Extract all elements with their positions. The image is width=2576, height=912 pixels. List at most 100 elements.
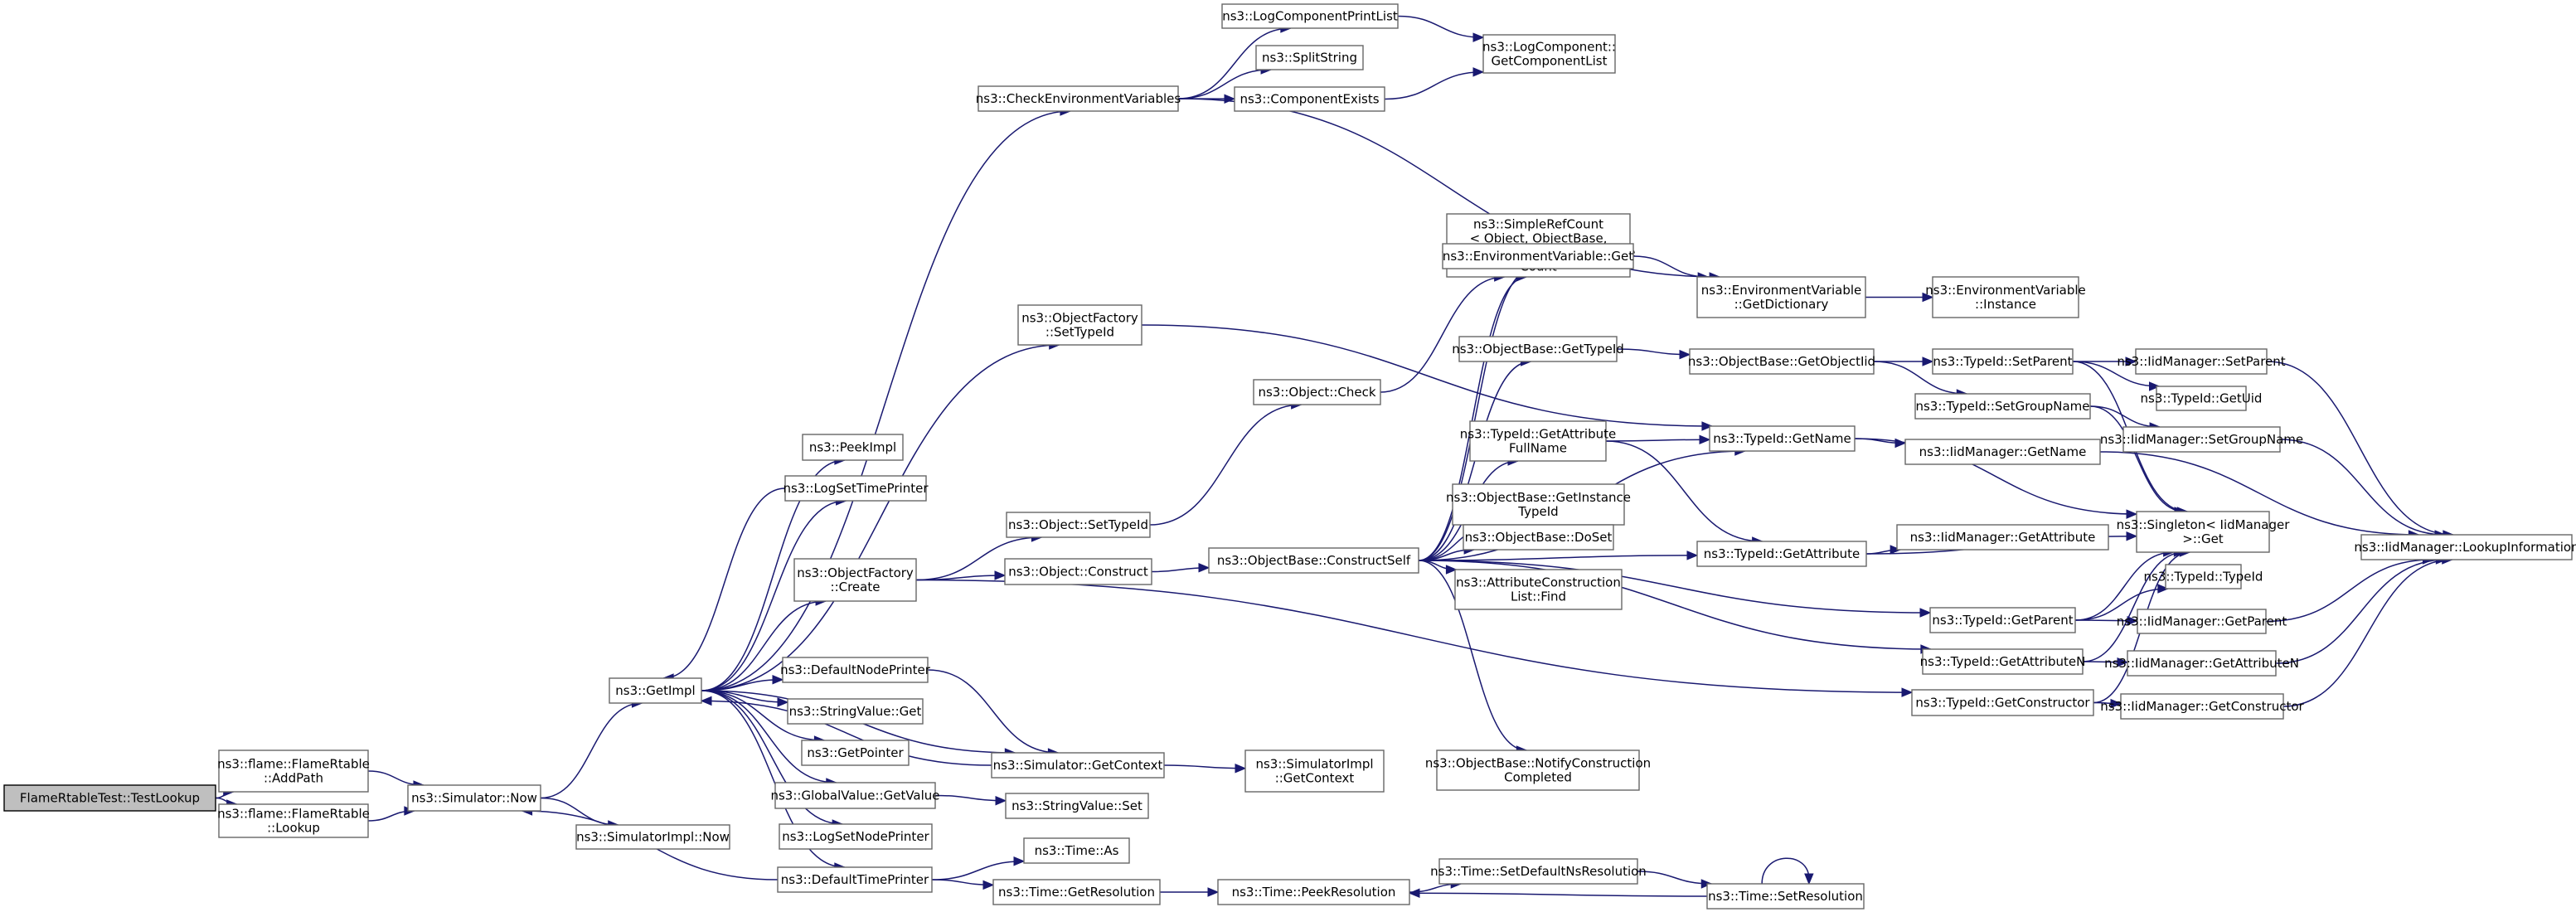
edge-line bbox=[915, 575, 1006, 581]
node-ns3-environmentvariable-get[interactable]: ns3::EnvironmentVariable::Get bbox=[1442, 243, 1634, 269]
node-ns3-objectbase-constructself[interactable]: ns3::ObjectBase::ConstructSelf bbox=[1208, 547, 1419, 574]
node-ns3-time-setresolution[interactable]: ns3::Time::SetResolution bbox=[1706, 883, 1865, 910]
node-ns3-objectbase-notifyconstruction-completed[interactable]: ns3::ObjectBase::NotifyConstructionCompl… bbox=[1425, 749, 1651, 791]
node-ns3-simulator-getcontext[interactable]: ns3::Simulator::GetContext bbox=[991, 752, 1165, 779]
node-ns3-stringvalue-set[interactable]: ns3::StringValue::Set bbox=[1005, 793, 1149, 819]
node-label: ns3::LogSetTimePrinter bbox=[783, 481, 929, 496]
node-ns3-componentexists[interactable]: ns3::ComponentExists bbox=[1234, 86, 1385, 112]
node-ns3-iidmanager-getconstructor[interactable]: ns3::IidManager::GetConstructor bbox=[2100, 693, 2305, 720]
node-ns3-singleton-iidmanager-get[interactable]: ns3::Singleton< IidManager>::Get bbox=[2117, 511, 2291, 553]
node-ns3-typeid-setparent[interactable]: ns3::TypeId::SetParent bbox=[1932, 348, 2074, 375]
edge-line bbox=[540, 702, 643, 799]
node-ns3-objectbase-gettypeid[interactable]: ns3::ObjectBase::GetTypeId bbox=[1452, 336, 1624, 362]
node-ns3-iidmanager-getattributen[interactable]: ns3::IidManager::GetAttributeN bbox=[2104, 650, 2299, 677]
node-ns3-objectbase-doset[interactable]: ns3::ObjectBase::DoSet bbox=[1463, 524, 1614, 551]
arrowhead bbox=[1013, 856, 1026, 866]
node-ns3-iidmanager-getname[interactable]: ns3::IidManager::GetName bbox=[1904, 439, 2101, 465]
edge-line bbox=[701, 500, 847, 691]
node-ns3-time-as[interactable]: ns3::Time::As bbox=[1023, 837, 1130, 864]
node-ns3-splitstring[interactable]: ns3::SplitString bbox=[1255, 45, 1364, 70]
node-ns3-time-setdefaultnsresolution[interactable]: ns3::Time::SetDefaultNsResolution bbox=[1430, 858, 1647, 885]
edge-logcompprintlist-to-getcomplist bbox=[1397, 15, 1485, 42]
node-ns3-objectfactory-settypeid[interactable]: ns3::ObjectFactory::SetTypeId bbox=[1017, 304, 1142, 346]
node-ns3-checkenvironmentvariables[interactable]: ns3::CheckEnvironmentVariables bbox=[976, 85, 1181, 112]
node-box bbox=[1929, 607, 2076, 633]
node-ns3-iidmanager-getattribute[interactable]: ns3::IidManager::GetAttribute bbox=[1896, 524, 2109, 551]
node-ns3-time-peekresolution[interactable]: ns3::Time::PeekResolution bbox=[1217, 879, 1410, 905]
node-ns3-logcomponentprintlist[interactable]: ns3::LogComponentPrintList bbox=[1221, 3, 1399, 29]
edge-line bbox=[1384, 71, 1484, 100]
node-ns3-iidmanager-setgroupname[interactable]: ns3::IidManager::SetGroupName bbox=[2100, 426, 2303, 453]
node-ns3-objectbase-getobjectiid[interactable]: ns3::ObjectBase::GetObjectIid bbox=[1688, 348, 1875, 375]
node-ns3-flame-flamertable-lookup[interactable]: ns3::flame::FlameRtable::Lookup bbox=[217, 803, 370, 838]
node-ns3-environmentvariable-instance[interactable]: ns3::EnvironmentVariable::Instance bbox=[1925, 276, 2086, 318]
edge-deftimeprinter-to-timeas bbox=[931, 856, 1026, 880]
edge-line bbox=[1177, 69, 1272, 99]
node-ns3-stringvalue-get[interactable]: ns3::StringValue::Get bbox=[787, 698, 924, 725]
node-ns3-typeid-getuid[interactable]: ns3::TypeId::GetUid bbox=[2141, 386, 2263, 411]
arrowhead bbox=[994, 570, 1007, 580]
arrowhead bbox=[2127, 615, 2139, 626]
node-ns3-simulatorimpl-getcontext[interactable]: ns3::SimulatorImpl::GetContext bbox=[1244, 749, 1385, 793]
node-ns3-simulatorimpl-now[interactable]: ns3::SimulatorImpl::Now bbox=[575, 824, 730, 850]
node-ns3-logcomponent-getcomponentlist[interactable]: ns3::LogComponent::GetComponentList bbox=[1482, 34, 1616, 74]
node-label: ns3::IidManager::GetName bbox=[1919, 444, 2087, 459]
node-ns3-time-getresolution[interactable]: ns3::Time::GetResolution bbox=[992, 879, 1161, 905]
node-ns3-typeid-getattribute[interactable]: ns3::TypeId::GetAttribute bbox=[1696, 541, 1867, 567]
arrowhead bbox=[1207, 887, 1220, 897]
edge-line bbox=[1761, 857, 1810, 885]
node-ns3-iidmanager-lookupinformation[interactable]: ns3::IidManager::LookupInformation bbox=[2354, 534, 2576, 560]
node-label: ns3::SimpleRefCount bbox=[1473, 216, 1603, 231]
node-ns3-typeid-setgroupname[interactable]: ns3::TypeId::SetGroupName bbox=[1914, 393, 2091, 420]
node-ns3-iidmanager-getparent[interactable]: ns3::IidManager::GetParent bbox=[2117, 609, 2287, 634]
node-label: ns3::IidManager::GetConstructor bbox=[2100, 699, 2304, 714]
node-label: List::Find bbox=[1511, 589, 1566, 604]
node-ns3-typeid-typeid[interactable]: ns3::TypeId::TypeId bbox=[2144, 564, 2263, 589]
node-ns3-typeid-getparent[interactable]: ns3::TypeId::GetParent bbox=[1929, 607, 2076, 633]
node-box bbox=[1706, 883, 1865, 910]
node-box bbox=[1932, 276, 2079, 318]
node-box bbox=[2137, 609, 2267, 634]
node-label: ns3::IidManager::GetAttributeN bbox=[2104, 656, 2299, 671]
node-box bbox=[992, 879, 1161, 905]
node-ns3-iidmanager-setparent[interactable]: ns3::IidManager::SetParent bbox=[2117, 348, 2286, 375]
edge-line bbox=[1418, 555, 1698, 561]
node-ns3-logsettimeprinter[interactable]: ns3::LogSetTimePrinter bbox=[783, 475, 929, 502]
node-label: ns3::EnvironmentVariable::Get bbox=[1443, 249, 1633, 264]
node-label: ns3::GlobalValue::GetValue bbox=[770, 788, 939, 803]
node-ns3-getpointer[interactable]: ns3::GetPointer bbox=[801, 740, 910, 766]
edge-objsettypeid-to-objcheck bbox=[1149, 400, 1303, 526]
node-ns3-globalvalue-getvalue[interactable]: ns3::GlobalValue::GetValue bbox=[770, 782, 940, 809]
node-ns3-object-check[interactable]: ns3::Object::Check bbox=[1253, 379, 1381, 405]
edge-line bbox=[701, 690, 843, 825]
node-ns3-objectfactory-create[interactable]: ns3::ObjectFactory::Create bbox=[793, 558, 917, 602]
node-ns3-object-construct[interactable]: ns3::Object::Construct bbox=[1004, 558, 1152, 585]
edge-getimpl-to-objfactsettypeid bbox=[701, 340, 1060, 691]
node-ns3-getimpl[interactable]: ns3::GetImpl bbox=[609, 677, 702, 704]
node-ns3-typeid-getconstructor[interactable]: ns3::TypeId::GetConstructor bbox=[1911, 689, 2094, 716]
node-ns3-typeid-getattributen[interactable]: ns3::TypeId::GetAttributeN bbox=[1920, 648, 2086, 675]
edge-envvargetdict-to-envvarinstance bbox=[1865, 292, 1934, 303]
node-ns3-simulator-now[interactable]: ns3::Simulator::Now bbox=[407, 784, 541, 812]
node-ns3-defaultnodeprinter[interactable]: ns3::DefaultNodePrinter bbox=[780, 657, 931, 683]
node-box bbox=[1253, 379, 1381, 405]
edge-line bbox=[1605, 439, 1710, 442]
node-label: ns3::Time::SetDefaultNsResolution bbox=[1430, 864, 1647, 879]
node-ns3-environmentvariable-getdictionary[interactable]: ns3::EnvironmentVariable::GetDictionary bbox=[1696, 276, 1866, 318]
node-ns3-object-settypeid[interactable]: ns3::Object::SetTypeId bbox=[1006, 512, 1151, 538]
node-ns3-logsetnodeprinter[interactable]: ns3::LogSetNodePrinter bbox=[779, 823, 933, 850]
node-label: ns3::ObjectBase::GetObjectIid bbox=[1688, 354, 1875, 369]
node-ns3-defaulttimeprinter[interactable]: ns3::DefaultTimePrinter bbox=[777, 866, 933, 893]
arrowhead bbox=[1804, 873, 1814, 885]
edge-line bbox=[1418, 560, 1527, 751]
node-ns3-flame-flamertable-addpath[interactable]: ns3::flame::FlameRtable::AddPath bbox=[217, 749, 370, 793]
node-box bbox=[1914, 393, 2091, 420]
node-ns3-peekimpl[interactable]: ns3::PeekImpl bbox=[802, 434, 904, 461]
node-ns3-typeid-getname[interactable]: ns3::TypeId::GetName bbox=[1709, 425, 1856, 452]
node-box bbox=[1469, 420, 1607, 462]
arrowhead bbox=[777, 697, 789, 707]
node-label: ns3::flame::FlameRtable bbox=[217, 756, 370, 771]
